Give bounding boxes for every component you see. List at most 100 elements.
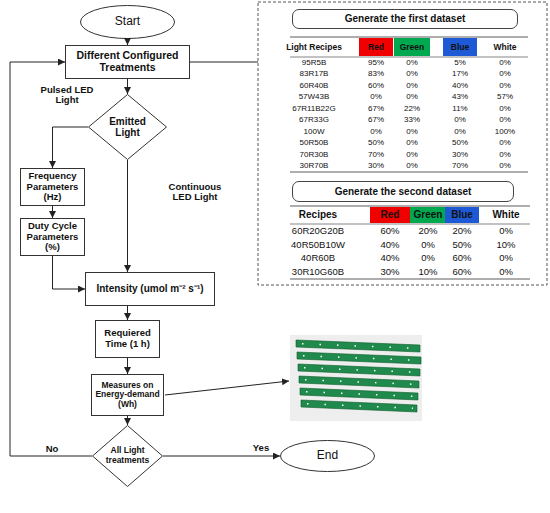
table-cell: 0%	[485, 80, 525, 92]
table-cell: 33%	[394, 115, 430, 127]
table-cell: 5%	[443, 57, 477, 69]
table-cell: 0%	[485, 161, 525, 173]
table-rule	[290, 57, 528, 58]
process-box: Intensity (umol m⁻² s⁻¹)	[85, 272, 215, 306]
table-cell: 0%	[485, 69, 525, 81]
flow-arrow	[52, 206, 53, 218]
led-bar	[296, 340, 420, 352]
table-cell: 60%	[445, 266, 479, 278]
table-cell: 40R60B	[283, 252, 353, 264]
table-cell: Blue	[445, 207, 479, 223]
table-cell: 0%	[485, 149, 525, 161]
table-cell: Green	[410, 207, 446, 223]
ellipse-outline	[281, 441, 375, 472]
photo-background	[290, 335, 422, 421]
table-cell: 40%	[370, 252, 410, 264]
flow-arrow	[53, 256, 86, 289]
table-cell: 50R50B	[286, 138, 342, 150]
table-cell: Recipes	[283, 207, 353, 223]
table-cell: 50%	[359, 138, 393, 150]
node-text: Generate the first dataset	[345, 13, 466, 24]
table-cell: 60%	[359, 80, 393, 92]
edge-label: Yes	[244, 441, 278, 455]
flow-arrow	[127, 306, 128, 320]
table-cell: 0%	[394, 80, 430, 92]
table-rule	[290, 172, 528, 173]
red-header-fill	[359, 38, 393, 56]
table-cell: 0%	[485, 115, 525, 127]
table-cell: 70R30B	[286, 149, 342, 161]
diamond-outline	[89, 95, 167, 160]
edge-label: Continuous LED Light	[158, 178, 232, 206]
end-terminal: End	[280, 440, 375, 472]
table-cell: 22%	[394, 103, 430, 115]
table-cell: 11%	[443, 103, 477, 115]
table-cell: 30%	[370, 266, 410, 278]
flow-arrow	[53, 127, 89, 168]
node-text: Start	[115, 15, 140, 28]
link-line	[190, 62, 258, 63]
blue-header-fill	[445, 207, 479, 223]
table-cell: Green	[394, 37, 430, 57]
table-cell: 0%	[410, 239, 446, 251]
table-cell: White	[484, 207, 528, 223]
node-text: Intensity (umol m⁻² s⁻¹)	[96, 283, 203, 294]
table-cell: 40%	[370, 239, 410, 251]
table-cell: 70%	[443, 161, 477, 173]
dataset-frame	[258, 2, 547, 285]
led-dots	[305, 380, 415, 385]
edge-label: Pulsed LED Light	[36, 82, 98, 108]
node-text: All Light treatments	[99, 446, 156, 465]
table-cell: Red	[359, 37, 393, 57]
node-text: End	[317, 449, 338, 462]
table-rule	[290, 206, 530, 207]
start-terminal: Start	[80, 5, 175, 39]
table-cell: 30%	[359, 161, 393, 173]
title-box: Generate the second dataset	[292, 181, 514, 202]
led-bar	[301, 400, 417, 412]
blue-header-fill	[443, 38, 477, 56]
table-cell: 67%	[359, 103, 393, 115]
table-cell: 0%	[394, 149, 430, 161]
flow-arrow	[163, 456, 280, 457]
flow-arrow	[127, 79, 128, 94]
table-cell: 0%	[484, 225, 528, 237]
table-cell: 95%	[359, 57, 393, 69]
green-header-fill	[410, 207, 446, 223]
flow-arrow	[127, 160, 128, 272]
red-header-fill	[370, 207, 410, 223]
table-cell: 20%	[445, 225, 479, 237]
table-cell: 10%	[410, 266, 446, 278]
table-cell: 43%	[443, 92, 477, 104]
decision-diamond: All Light treatments	[92, 425, 163, 487]
process-box: Frequency Parameters (Hz)	[20, 168, 85, 206]
ellipse-outline	[81, 6, 175, 39]
table-cell: 0%	[485, 103, 525, 115]
title-box: Generate the first dataset	[292, 9, 518, 29]
photo-arrow	[165, 381, 289, 395]
table-cell: 67%	[359, 115, 393, 127]
diamond-outline	[93, 426, 163, 487]
table-cell: 40R50B10W	[283, 239, 353, 251]
table-cell: 0%	[484, 252, 528, 264]
table-cell: 57W43B	[286, 92, 342, 104]
table-cell: 100%	[485, 126, 525, 138]
process-box: Measures on Energy-demand (Wh)	[91, 374, 164, 416]
table-cell: 70%	[359, 149, 393, 161]
table-cell: 0%	[394, 92, 430, 104]
table-cell: White	[485, 37, 525, 57]
led-dots	[306, 392, 414, 397]
table-cell: 17%	[443, 69, 477, 81]
table-cell: Red	[370, 207, 410, 223]
process-box: Different Configured Treatments	[65, 45, 190, 79]
process-box: Requiered Time (1 h)	[95, 320, 160, 358]
table-rule	[290, 224, 530, 225]
table-cell: 0%	[443, 126, 477, 138]
table-rule	[290, 37, 528, 38]
table-cell: 0%	[485, 57, 525, 69]
table-cell: 0%	[394, 161, 430, 173]
led-bars-photo	[290, 335, 422, 421]
process-box: Duty Cycle Parameters (%)	[20, 218, 85, 256]
flow-arrow	[127, 39, 128, 45]
table-cell: 67R11B22G	[286, 103, 342, 115]
